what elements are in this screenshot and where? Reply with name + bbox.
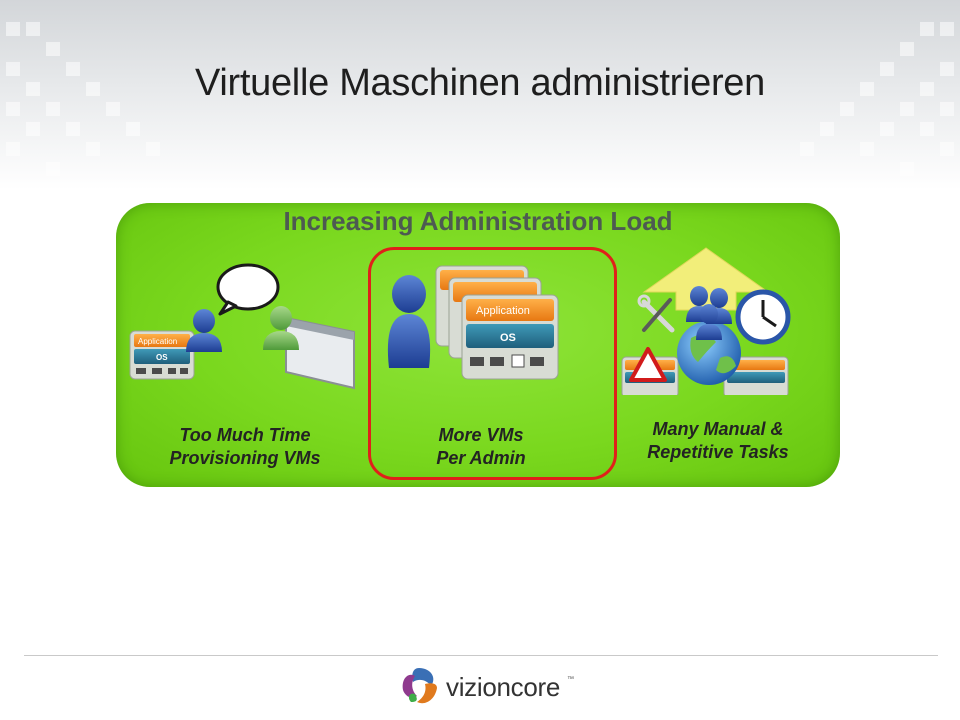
admin-person-large-icon [387, 275, 431, 368]
caption-more-vms: More VMs Per Admin [392, 424, 570, 470]
vm-app-label: Application [476, 305, 530, 317]
vm-stack-icon: Application OS [129, 330, 195, 380]
warning-icon [629, 347, 667, 382]
diagram-illustration: Application OS [129, 247, 791, 395]
highlight-box [368, 247, 617, 480]
caption-line: Many Manual & [652, 419, 784, 439]
admin-person-icon [186, 309, 222, 352]
vm-app-label: Application [138, 337, 177, 346]
trademark-mark: ™ [567, 676, 574, 683]
caption-line: Provisioning VMs [169, 448, 321, 468]
caption-manual-tasks: Many Manual & Repetitive Tasks [622, 418, 814, 464]
browser-window-icon [285, 316, 355, 390]
up-arrow-icon [642, 247, 770, 311]
caption-line: Per Admin [436, 448, 526, 468]
caption-provisioning: Too Much Time Provisioning VMs [150, 424, 340, 470]
vm-stack-front-icon: Application OS [461, 294, 559, 380]
manual-tasks-illustration [621, 247, 791, 395]
vm-small-right-icon [723, 356, 789, 395]
diagram-heading: Increasing Administration Load [283, 206, 673, 236]
people-group-icon [686, 286, 732, 340]
caption-line: More VMs [438, 425, 524, 445]
tools-icon [637, 294, 675, 333]
vm-os-label: OS [156, 353, 168, 362]
globe-icon [677, 321, 741, 385]
user-person-icon [263, 306, 299, 350]
speech-bubble-icon [216, 263, 280, 316]
vizioncore-logo-text: vizioncore [446, 672, 561, 702]
footer-divider [24, 655, 938, 656]
header-dot-pattern [6, 22, 954, 176]
clock-icon [735, 289, 791, 345]
slide-title: Virtuelle Maschinen administrieren [195, 62, 765, 104]
caption-line: Too Much Time [179, 425, 311, 445]
provisioning-illustration: Application OS [129, 263, 355, 390]
caption-line: Repetitive Tasks [647, 442, 789, 462]
vm-os-label: OS [500, 332, 516, 344]
vizioncore-logo-icon [402, 668, 437, 704]
header-background [0, 0, 960, 190]
more-vms-illustration: Application OS [387, 265, 559, 380]
